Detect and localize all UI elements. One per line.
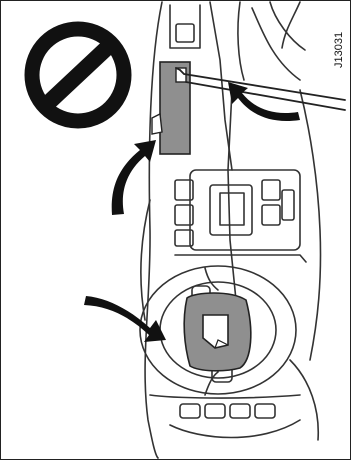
pry-tool [176,68,345,110]
dashboard-outline-right [282,2,300,48]
right-button-c [282,190,294,220]
upper-panel-edge [238,2,244,80]
center-console-line [228,90,236,300]
center-switch-screen [220,193,244,225]
center-console-box [190,170,300,250]
right-button-a [262,180,280,200]
lower-edge [170,420,300,438]
lower-button-d [255,404,275,418]
shaded-panel [152,62,190,154]
upper-switch [176,24,194,42]
lower-button-b [205,404,225,418]
lower-button-a [180,404,200,418]
lower-panel-outline [150,395,300,398]
lower-right-curve [290,360,318,440]
prohibition-icon [32,29,124,121]
right-contour [300,90,321,360]
console-lower-edge [175,255,306,262]
steering-shaded-part [184,293,251,371]
figure-code-label: J13031 [330,4,348,68]
lower-button-c [230,404,250,418]
right-button-b [262,205,280,225]
upper-curve-2 [270,2,305,50]
